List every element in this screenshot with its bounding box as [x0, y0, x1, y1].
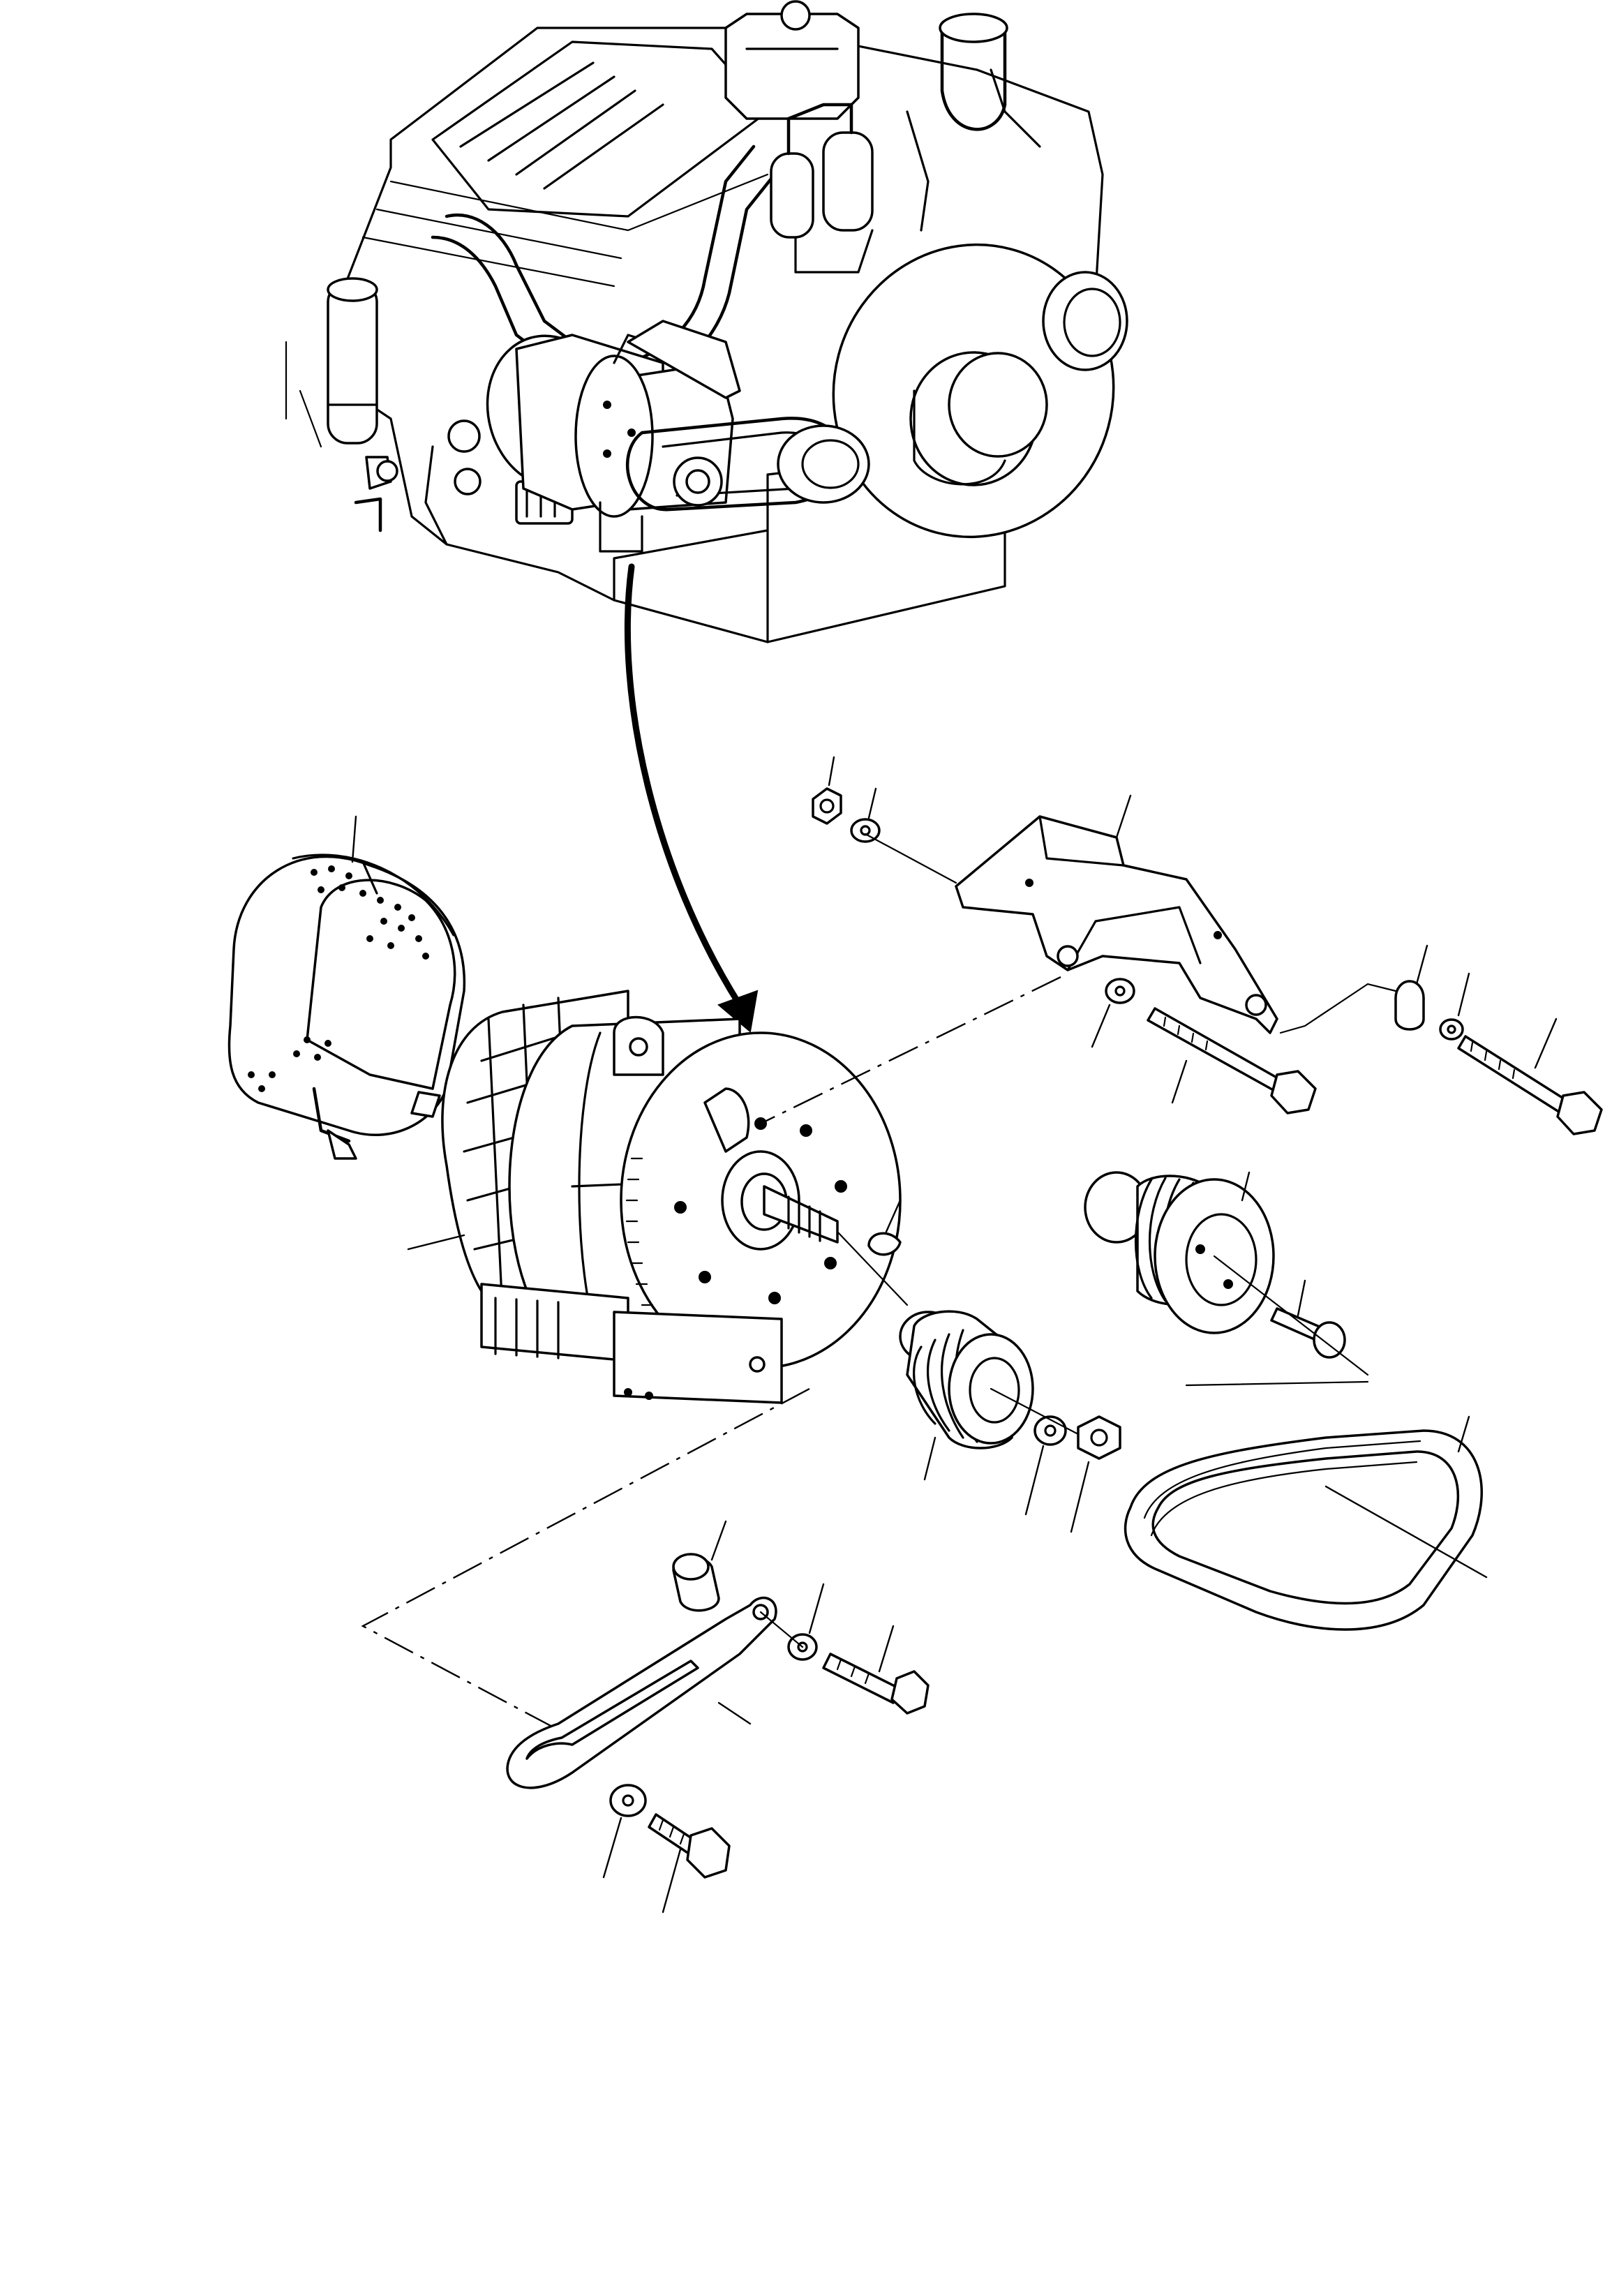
axis-line-7	[759, 1611, 804, 1648]
bracket-nut	[812, 756, 842, 825]
drive-pulley	[899, 1310, 1034, 1481]
center-line	[760, 976, 1061, 1125]
axis-line-5	[836, 1230, 909, 1306]
link-spacer	[672, 1520, 727, 1612]
alternator-guard	[227, 815, 466, 1160]
axis-line-6	[990, 1387, 1080, 1436]
mounting-bracket	[955, 794, 1278, 1034]
link-washer	[787, 1583, 825, 1661]
key	[867, 1199, 902, 1256]
engine-assembly	[285, 0, 1128, 643]
pulley-nut	[1070, 1415, 1121, 1533]
pivot-bolt	[1147, 1007, 1317, 1115]
pulley-washer	[1024, 1415, 1067, 1516]
view-arrow	[624, 563, 759, 1033]
spacer-washer	[1439, 972, 1470, 1041]
v-belt	[1124, 1415, 1488, 1631]
axis-line-2	[1279, 983, 1397, 1034]
axis-line-4	[1185, 1380, 1369, 1387]
lower-bolt	[648, 1813, 731, 1914]
link-bolt	[822, 1625, 930, 1715]
center-line-2	[361, 1387, 810, 1746]
double-groove-pulley	[1084, 1171, 1275, 1334]
adjusting-link	[506, 1597, 777, 1789]
pivot-washer	[1091, 978, 1135, 1048]
spacer	[1394, 944, 1428, 1031]
alternator	[407, 990, 902, 1404]
lower-washer	[602, 1784, 647, 1879]
axis-line-3	[1213, 1255, 1369, 1376]
adjusting-bolt	[1457, 1017, 1603, 1135]
pulley-bolt	[1270, 1279, 1346, 1359]
bracket-washer	[850, 787, 881, 843]
axis-line	[864, 833, 957, 884]
